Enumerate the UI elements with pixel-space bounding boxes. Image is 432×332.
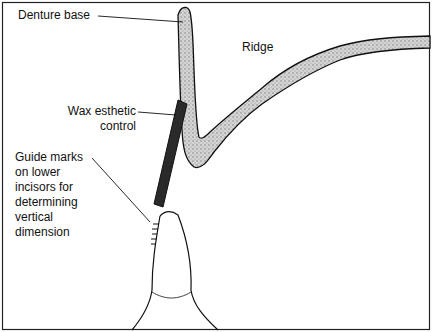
part-label: Ridge [242,40,273,55]
guide-marks [151,224,159,244]
denture-base [178,7,430,167]
lower-incisor [132,216,160,330]
frame [3,3,430,330]
lower-incisor [160,212,218,330]
part-label: Denture base [18,8,90,23]
wax-esthetic-control [154,100,187,207]
gum-line [152,292,191,298]
part-label: Guide marks on lower incisors for determ… [15,150,91,240]
part-label: Wax esthetic control [46,104,136,134]
